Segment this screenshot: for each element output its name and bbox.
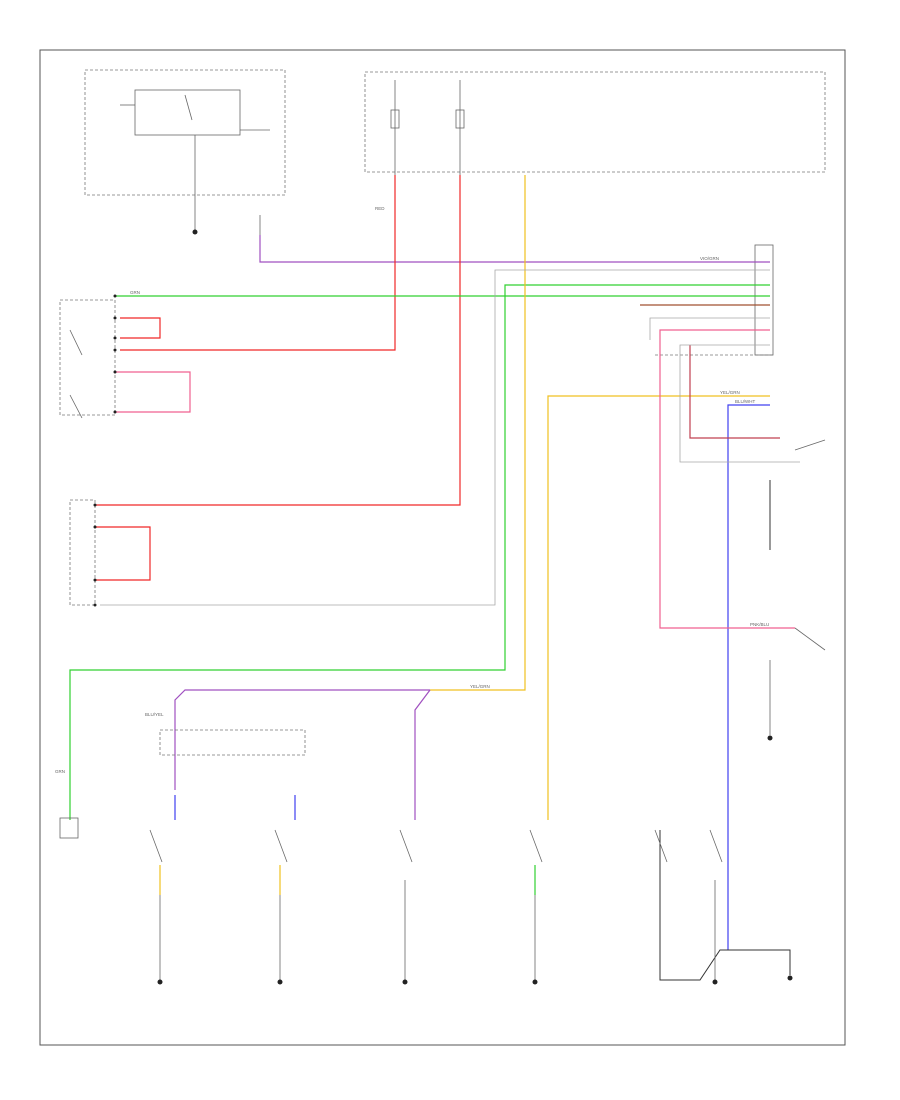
wire-gray-1 (100, 269, 770, 606)
wire-black-bottom-right (659, 830, 791, 981)
wire-red-2 (95, 175, 461, 506)
connector-dashed-box (159, 729, 306, 756)
wire-label-green-left: GRN (55, 769, 65, 774)
wire-label-bluyel: BLU/YEL (145, 712, 164, 717)
wire-label-yellow: YEL/GRN (720, 390, 740, 395)
fuse-2 (455, 109, 465, 129)
wire-green-down (69, 284, 770, 820)
wire-violet-down (414, 689, 431, 820)
diagram-border (39, 49, 846, 1046)
wire-violet-left (174, 689, 430, 790)
lower-left-enclosure (69, 499, 96, 606)
wire-red-loop-1 (120, 317, 161, 339)
wire-red-loop-2 (95, 526, 151, 581)
wire-pink-switch (689, 345, 780, 439)
wire-label-red: RED (375, 206, 385, 211)
left-switch-enclosure (59, 299, 116, 416)
wire-label-violet: VIO/GRN (700, 256, 719, 261)
wire-gray-2 (649, 317, 770, 340)
ground-icon (157, 229, 793, 985)
wire-yellow-1 (430, 175, 526, 691)
wire-red-1 (120, 175, 396, 351)
wire-pink-loop (115, 371, 191, 413)
fuse-box-enclosure (364, 71, 826, 173)
wire-violet-top (259, 235, 770, 263)
main-connector (754, 244, 774, 356)
wire-label-pink: PNK/BLU (750, 622, 769, 627)
wire-gray-3 (679, 344, 800, 463)
wire-blue (727, 404, 770, 950)
wire-label-blue: BLU/WHT (735, 399, 756, 404)
switch-icon (59, 329, 826, 863)
relay-box (134, 89, 241, 136)
upper-left-enclosure (84, 69, 286, 196)
wire-pink-right (659, 329, 795, 629)
wire-yellow-2 (547, 395, 770, 820)
wire-label-green: GRN (130, 290, 140, 295)
connector-icon (93, 294, 117, 607)
wire-label-yellow-vert: YEL/GRN (470, 684, 490, 689)
fuse-1 (390, 109, 400, 129)
